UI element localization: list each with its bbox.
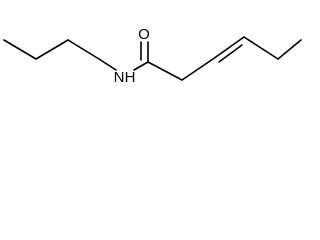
bond-butyl-c4-nitrogen <box>98 58 117 71</box>
bond-butyl-c2-c3 <box>35 39 69 60</box>
bond-c3-c4-second <box>218 44 243 63</box>
amide-hydrogen-label: H <box>125 69 136 86</box>
skeletal-structure: O N H <box>3 26 302 86</box>
nitrogen-label: N <box>114 69 125 86</box>
bond-c2-c3 <box>181 58 214 81</box>
bond-butyl-c3-c4 <box>67 39 100 60</box>
bond-butyl-c1-c2 <box>3 39 37 60</box>
bond-carbonyl-c2 <box>147 61 183 81</box>
bond-c4-c5 <box>243 36 279 60</box>
bond-c5-c6 <box>277 39 302 60</box>
oxygen-label: O <box>138 26 150 43</box>
bond-nitrogen-carbonyl <box>133 61 149 71</box>
bond-c3-c4 <box>212 36 245 60</box>
